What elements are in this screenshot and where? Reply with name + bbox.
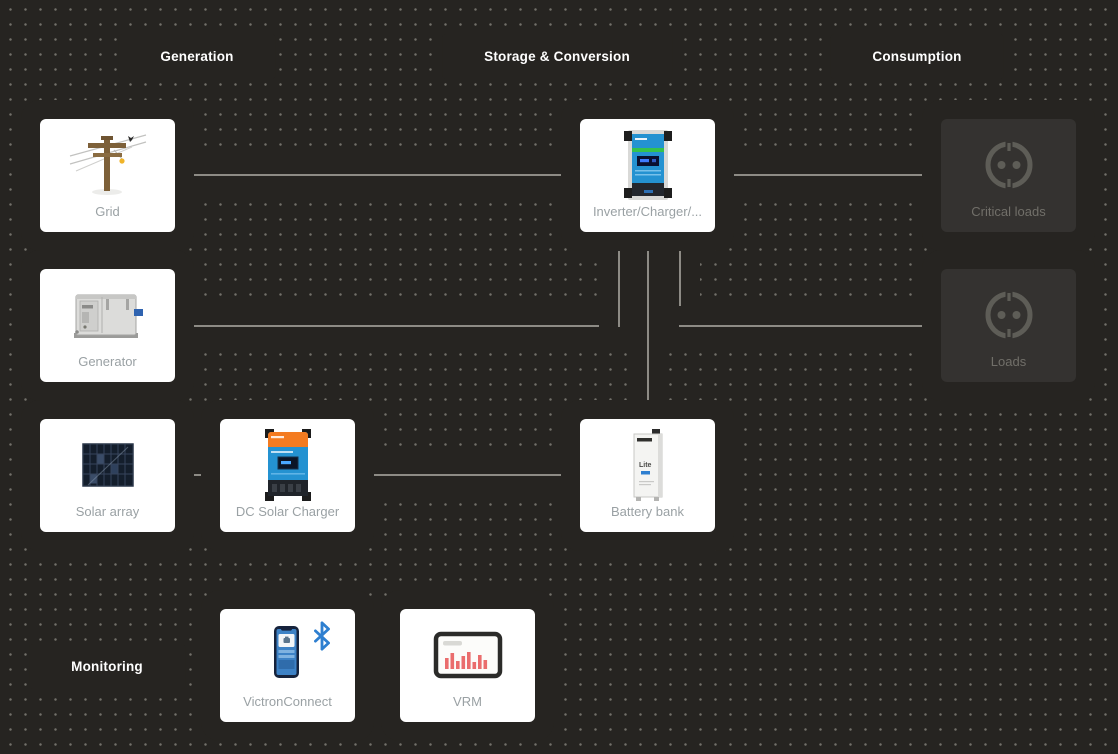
node-critical-loads[interactable]: Critical loads [941,119,1076,232]
utility-pole-icon [40,119,175,204]
node-label: Solar array [75,504,140,519]
smartphone-icon [220,609,355,694]
power-socket-icon [941,269,1076,354]
connector-charger-battery [355,474,580,476]
connector-inverter-critical-loads [715,174,941,176]
node-label: Loads [990,354,1027,369]
node-loads[interactable]: Loads [941,269,1076,382]
node-dc-solar-charger[interactable]: DC Solar Charger [220,419,355,532]
mppt-charger-icon [220,419,355,504]
column-header-storage-conversion: Storage & Conversion [442,34,672,79]
inverter-charger-icon [580,119,715,204]
node-label: VRM [453,694,482,709]
solar-panel-icon [40,419,175,504]
column-header-generation: Generation [118,34,276,79]
node-label: Grid [95,204,120,219]
power-socket-icon [941,119,1076,204]
node-solar-array[interactable]: Solar array [40,419,175,532]
generator-icon [40,269,175,354]
node-battery-bank[interactable]: Lite Battery bank [580,419,715,532]
bar-chart-screen-icon [400,609,535,694]
node-vrm[interactable]: VRM [400,609,535,722]
node-generator[interactable]: Generator [40,269,175,382]
svg-text:Lite: Lite [639,462,652,469]
node-inverter-charger[interactable]: Inverter/Charger/... [580,119,715,232]
connector-generator-vertical [618,232,620,327]
connector-generator-horizontal [175,325,620,327]
node-label: Critical loads [971,204,1046,219]
connector-inverter-battery [647,232,649,419]
node-label: VictronConnect [243,694,332,709]
connector-grid-inverter [175,174,580,176]
bluetooth-icon [311,621,333,656]
connector-loads-vertical [679,232,681,327]
connector-loads-horizontal [679,325,941,327]
row-header-monitoring: Monitoring [29,644,185,689]
node-label: DC Solar Charger [235,504,340,519]
node-label: Inverter/Charger/... [592,204,703,219]
node-victronconnect[interactable]: VictronConnect [220,609,355,722]
battery-icon: Lite [580,419,715,504]
node-grid[interactable]: Grid [40,119,175,232]
node-label: Generator [78,354,137,369]
node-label: Battery bank [611,504,684,519]
column-header-consumption: Consumption [830,34,1004,79]
connector-solar-charger [175,474,220,476]
